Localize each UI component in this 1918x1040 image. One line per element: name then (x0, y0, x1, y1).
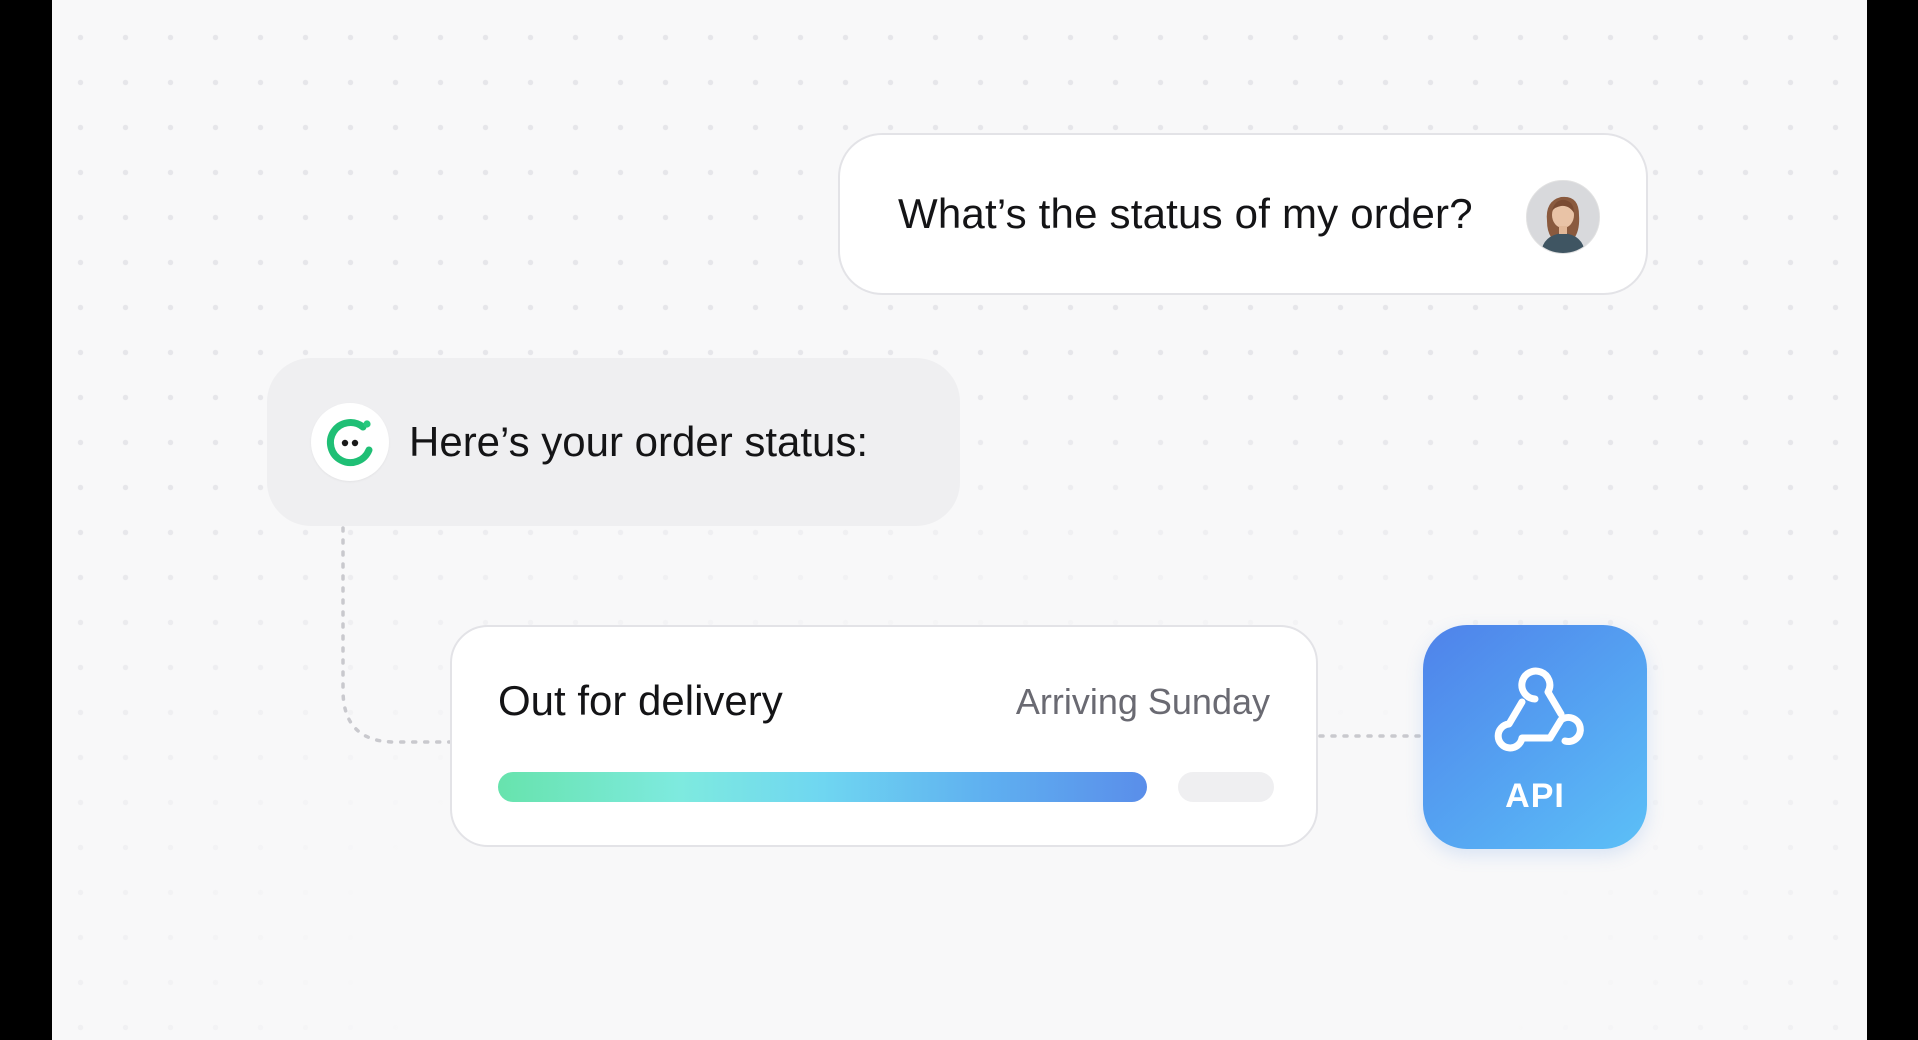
user-message-bubble: What’s the status of my order? (838, 133, 1648, 295)
order-status-card: Out for delivery Arriving Sunday (450, 625, 1318, 847)
delivery-progress-bar (498, 772, 1274, 802)
webhook-icon (1494, 667, 1584, 752)
delivery-progress-fill (498, 772, 1147, 802)
api-label: API (1505, 777, 1565, 815)
connector-lines (341, 526, 1423, 744)
api-integration-tile: API (1423, 625, 1647, 849)
order-eta-text: Arriving Sunday (1015, 681, 1270, 722)
delivery-progress-remaining (1178, 772, 1274, 802)
bot-message-text: Here’s your order status: (409, 418, 869, 465)
canvas: What’s the status of my order? (52, 0, 1867, 1040)
user-avatar (1526, 180, 1600, 254)
order-status-title: Out for delivery (498, 677, 783, 724)
user-message-text: What’s the status of my order? (898, 190, 1473, 237)
bot-logo-icon (311, 403, 389, 481)
bot-message-bubble: Here’s your order status: (267, 358, 960, 526)
